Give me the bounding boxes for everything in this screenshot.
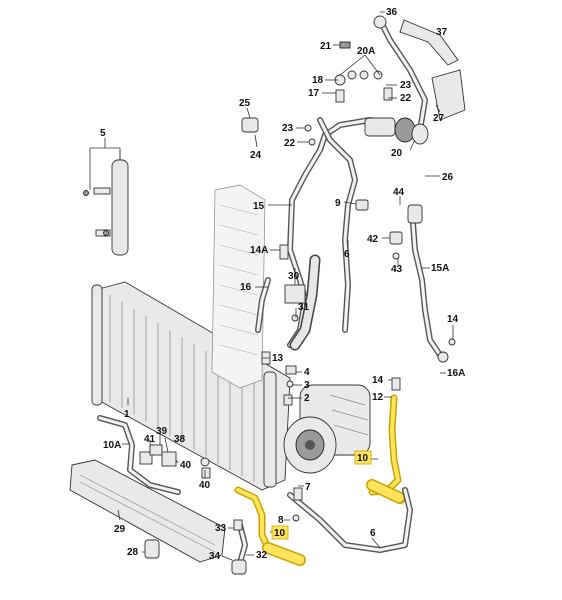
callout-10-right: 10 [357, 453, 369, 464]
pipe-10A[interactable] [97, 415, 181, 495]
expansion-valve[interactable] [364, 117, 429, 145]
callout-15A: 15A [431, 263, 449, 274]
callout-22-upper: 22 [400, 93, 412, 104]
callout-7: 7 [305, 482, 311, 493]
callout-8: 8 [278, 515, 284, 526]
callout-44: 44 [393, 187, 405, 198]
hose-15A[interactable] [409, 207, 449, 363]
hose-10-left[interactable] [234, 486, 306, 566]
callout-27: 27 [433, 113, 445, 124]
callout-6-upper: 6 [344, 249, 350, 260]
callout-4: 4 [304, 367, 310, 378]
callout-12: 12 [372, 392, 384, 403]
callout-23-lower: 23 [282, 123, 294, 134]
pipe-6-upper[interactable] [317, 117, 358, 333]
callout-34: 34 [209, 551, 221, 562]
callout-33: 33 [215, 523, 227, 534]
callout-31: 31 [298, 302, 310, 313]
callout-22-lower: 22 [284, 138, 296, 149]
callout-38: 38 [174, 434, 186, 445]
callout-3: 3 [304, 380, 310, 391]
callout-23-upper: 23 [400, 80, 412, 91]
bracket[interactable] [399, 19, 466, 121]
callout-17: 17 [308, 88, 320, 99]
callout-20: 20 [391, 148, 403, 159]
fittings [139, 15, 456, 575]
callout-24: 24 [250, 150, 262, 161]
callout-14-compressor: 14 [372, 375, 384, 386]
callout-37: 37 [436, 27, 448, 38]
callout-6-lower: 6 [370, 528, 376, 539]
callout-40-right: 40 [199, 480, 211, 491]
callout-10A: 10A [103, 440, 121, 451]
callout-10-left: 10 [274, 528, 286, 539]
callout-16A: 16A [447, 368, 465, 379]
callout-13: 13 [272, 353, 284, 364]
callout-20A: 20A [357, 46, 375, 57]
callout-21: 21 [320, 41, 332, 52]
highlight-box-10-left [271, 525, 289, 540]
callout-26: 26 [442, 172, 454, 183]
highlight-box-10-right [354, 450, 372, 465]
leader-lines [89, 11, 454, 561]
callout-25: 25 [239, 98, 251, 109]
receiver-drier[interactable] [83, 150, 129, 256]
radiator-frame [211, 184, 266, 389]
callout-9: 9 [335, 198, 341, 209]
callout-16: 16 [240, 282, 252, 293]
callout-2: 2 [304, 393, 310, 404]
callout-41: 41 [144, 434, 156, 445]
callout-39: 39 [156, 426, 168, 437]
hose-10-right[interactable] [366, 394, 406, 504]
compressor[interactable] [283, 384, 371, 474]
callout-30: 30 [288, 271, 300, 282]
callout-43: 43 [391, 264, 403, 275]
callout-14-right: 14 [447, 314, 459, 325]
callout-36: 36 [386, 7, 398, 18]
callout-40-middle: 40 [180, 460, 192, 471]
air-guide[interactable] [69, 459, 226, 563]
callout-28: 28 [127, 547, 139, 558]
callout-15: 15 [253, 201, 265, 212]
callout-29: 29 [114, 524, 126, 535]
callout-labels: 36 37 21 20A 18 17 23 22 25 23 22 27 24 … [100, 7, 465, 562]
hose-6-lower[interactable] [287, 487, 413, 553]
callout-5: 5 [100, 128, 106, 139]
callout-14A: 14A [250, 245, 268, 256]
callout-42: 42 [367, 234, 379, 245]
callout-1: 1 [124, 409, 130, 420]
callout-18: 18 [312, 75, 324, 86]
callout-32: 32 [256, 550, 268, 561]
